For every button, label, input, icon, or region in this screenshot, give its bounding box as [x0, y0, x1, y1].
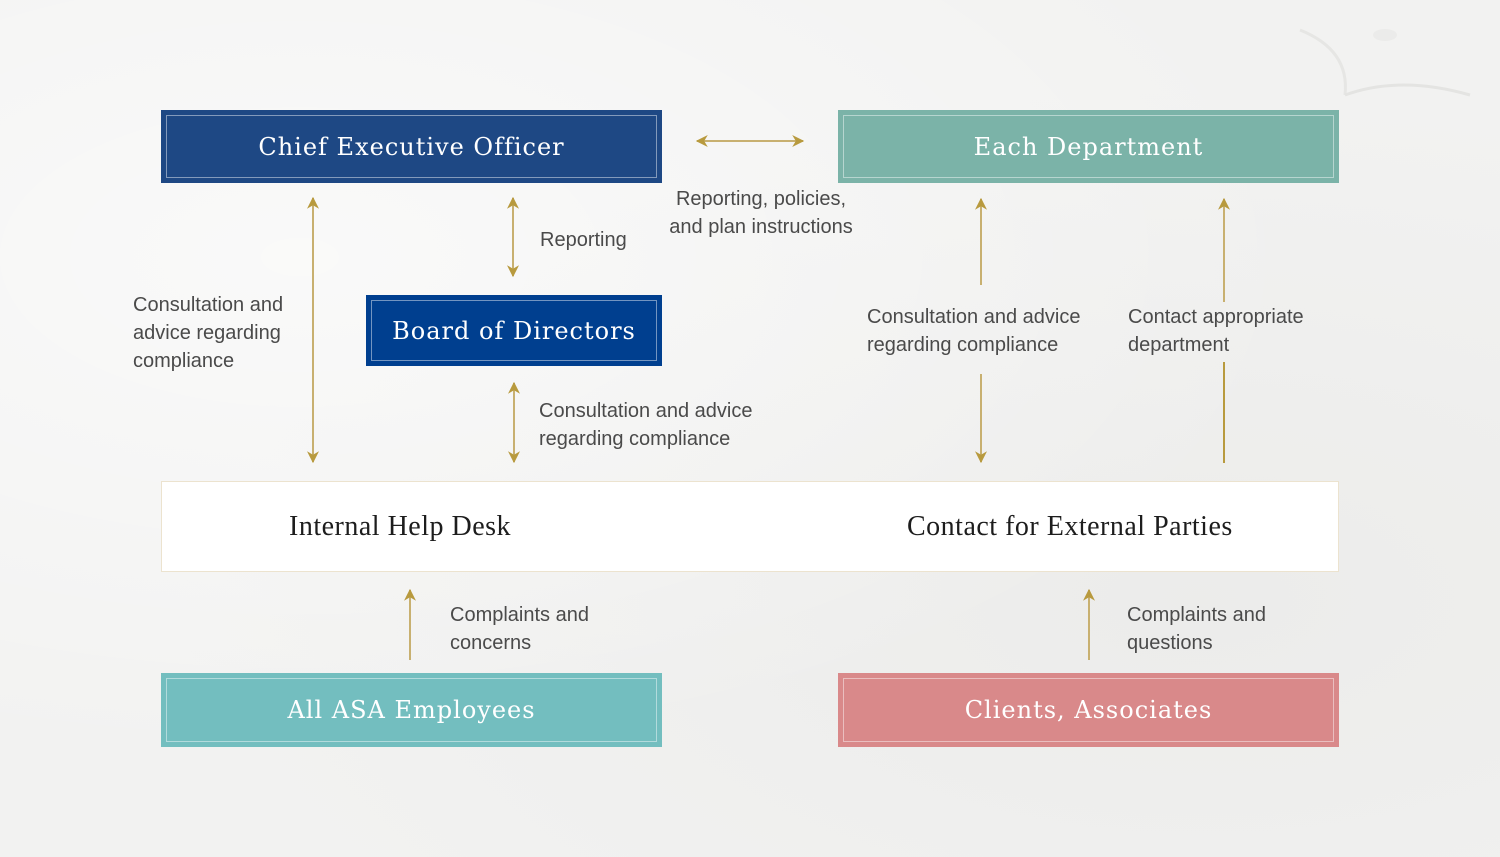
label-ceo-helpdesk: Consultation and advice regarding compli… [133, 294, 284, 372]
label-ceo-department: Reporting, policies, and plan instructio… [669, 188, 853, 238]
label-dept-external-consult: Consultation and advice regarding compli… [867, 306, 1081, 356]
clients-box: Clients, Associates [838, 673, 1339, 747]
ceo-label: Chief Executive Officer [258, 132, 565, 161]
employees-label: All ASA Employees [287, 696, 536, 724]
ceo-box: Chief Executive Officer [161, 110, 662, 183]
label-board-helpdesk: Consultation and advice regarding compli… [539, 400, 753, 450]
label-ceo-board: Reporting [540, 229, 627, 251]
board-label: Board of Directors [392, 316, 636, 345]
label-employees-helpdesk: Complaints and concerns [450, 604, 589, 654]
label-dept-external-contact: Contact appropriate department [1128, 306, 1304, 356]
clients-label: Clients, Associates [964, 696, 1213, 724]
external-contact-label: Contact for External Parties [907, 510, 1233, 542]
department-label: Each Department [973, 132, 1204, 161]
label-clients-external: Complaints and questions [1127, 604, 1266, 654]
internal-help-desk-label: Internal Help Desk [289, 510, 512, 542]
department-box: Each Department [838, 110, 1339, 183]
board-box: Board of Directors [366, 295, 662, 366]
employees-box: All ASA Employees [161, 673, 662, 747]
help-desk-bar: Internal Help Desk Contact for External … [161, 481, 1339, 572]
